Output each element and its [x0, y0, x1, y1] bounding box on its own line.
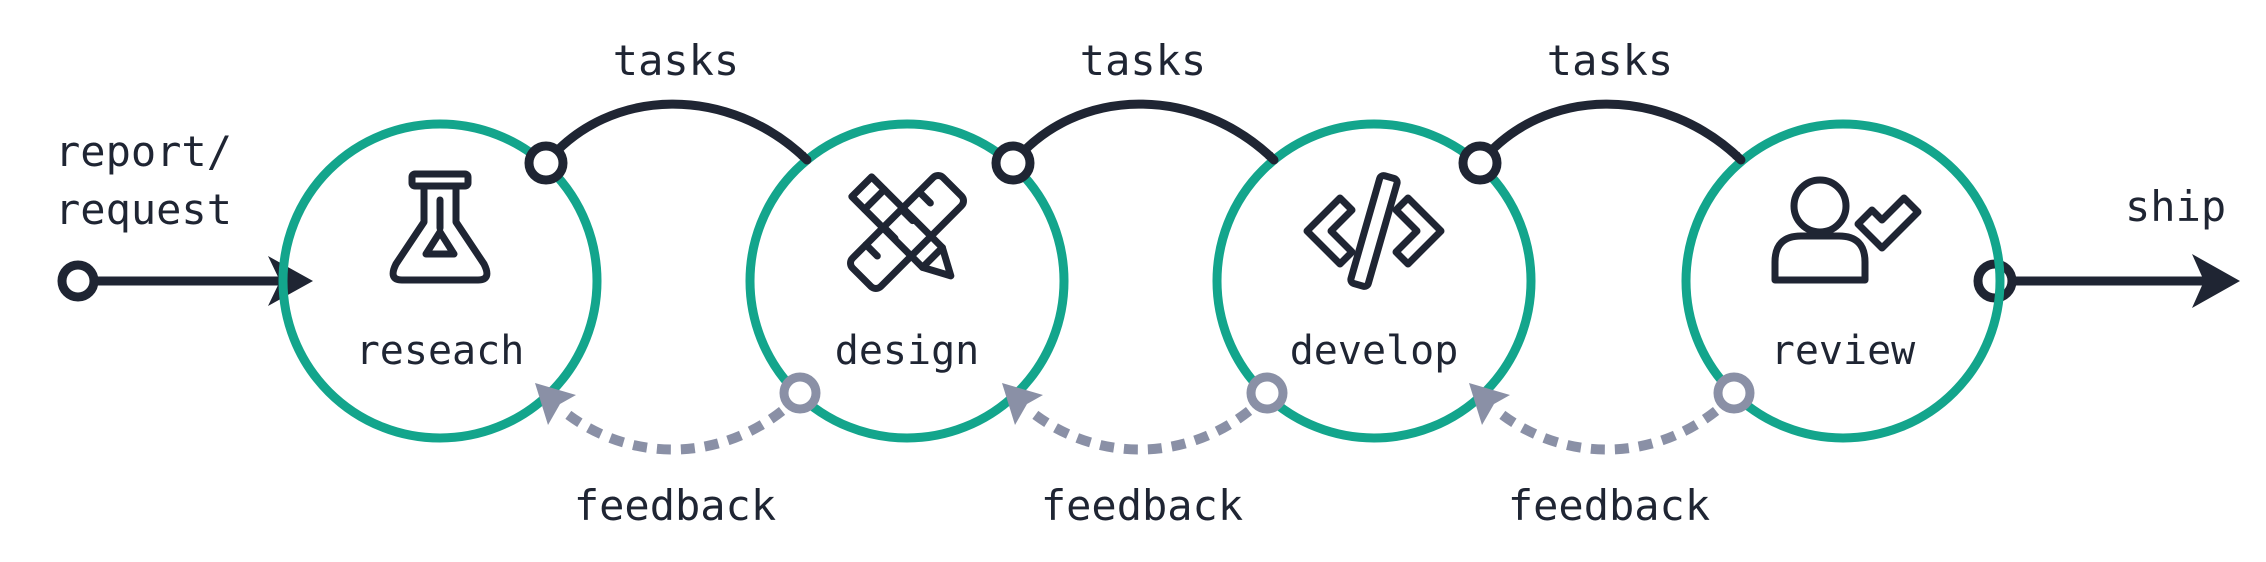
flask-icon: [389, 170, 491, 284]
task-node: [524, 141, 568, 185]
stage-research: reseach: [278, 119, 602, 443]
task-node: [1458, 141, 1502, 185]
output-node: [1973, 259, 2017, 303]
feedback-node: [779, 372, 821, 414]
input-label-line-2: request: [55, 185, 232, 234]
output-label: ship: [2125, 182, 2226, 231]
input-node: [57, 260, 99, 302]
feedback-arcs: [558, 391, 1738, 455]
stage-design: design: [745, 119, 1069, 443]
user-check-icon: [1771, 176, 1922, 284]
input-arrow: [57, 256, 313, 306]
feedback-arrowhead-3: [1469, 383, 1510, 425]
code-icon: [1303, 172, 1445, 290]
stage-label: design: [835, 328, 980, 374]
feedback-arrowhead-2: [1002, 383, 1043, 425]
stage-label: reseach: [356, 328, 525, 374]
feedback-node: [1246, 372, 1288, 414]
stage-label: review: [1771, 328, 1916, 374]
feedback-label-1: feedback: [574, 481, 776, 530]
task-label-2: tasks: [1080, 36, 1206, 85]
stage-develop: develop: [1212, 119, 1536, 443]
feedback-label-3: feedback: [1508, 481, 1710, 530]
feedback-arc-1: [558, 391, 804, 455]
feedback-arc-3: [1492, 391, 1738, 455]
feedback-label-2: feedback: [1041, 481, 1243, 530]
stage-review: review: [1681, 119, 2005, 443]
feedback-arrowhead-1: [535, 383, 576, 425]
stage-ring: [745, 119, 1069, 443]
stage-ring: [1212, 119, 1536, 443]
feedback-arc-2: [1025, 391, 1271, 455]
task-label-1: tasks: [613, 36, 739, 85]
task-node: [991, 141, 1035, 185]
stage-label: develop: [1290, 328, 1459, 374]
pencil-ruler-icon: [847, 172, 967, 292]
task-arcs: [541, 99, 1746, 168]
stage-ring: [278, 119, 602, 443]
task-arc-3: [1475, 99, 1746, 168]
output-arrow: [1973, 254, 2240, 308]
task-arc-1: [541, 99, 812, 168]
task-arc-2: [1008, 99, 1279, 168]
input-label-line-1: report/: [55, 127, 232, 176]
feedback-node: [1713, 372, 1755, 414]
task-label-3: tasks: [1547, 36, 1673, 85]
stage-ring: [1681, 119, 2005, 443]
